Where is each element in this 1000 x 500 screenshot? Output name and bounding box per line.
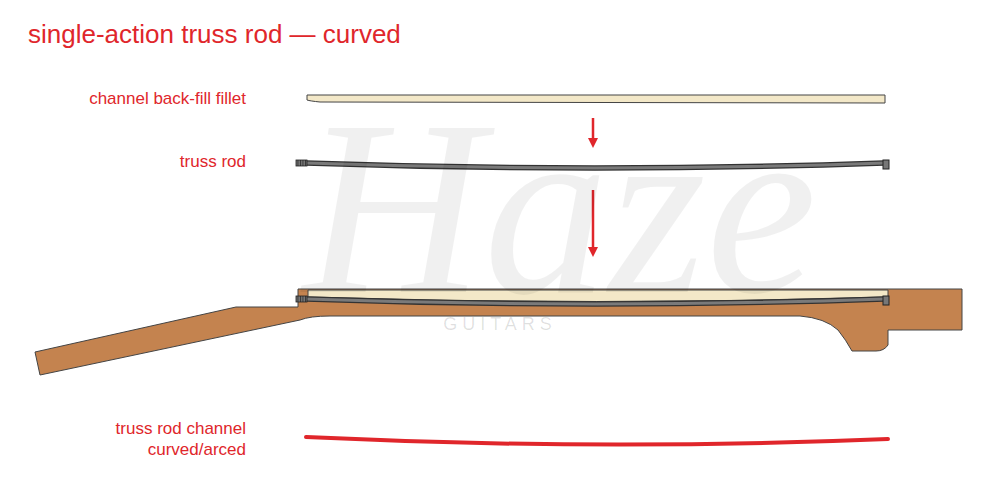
part-label: truss rod channel curved/arced <box>71 418 246 461</box>
diagram-title: single-action truss rod — curved <box>28 18 401 51</box>
channel-curve <box>306 437 888 445</box>
rod-anchor <box>883 160 889 169</box>
part-label: channel back-fill fillet <box>6 88 246 109</box>
watermark: GUITARS <box>380 313 620 336</box>
rod-anchor <box>883 296 889 305</box>
part-label: truss rod <box>6 151 246 172</box>
watermark: Haze <box>250 20 870 395</box>
